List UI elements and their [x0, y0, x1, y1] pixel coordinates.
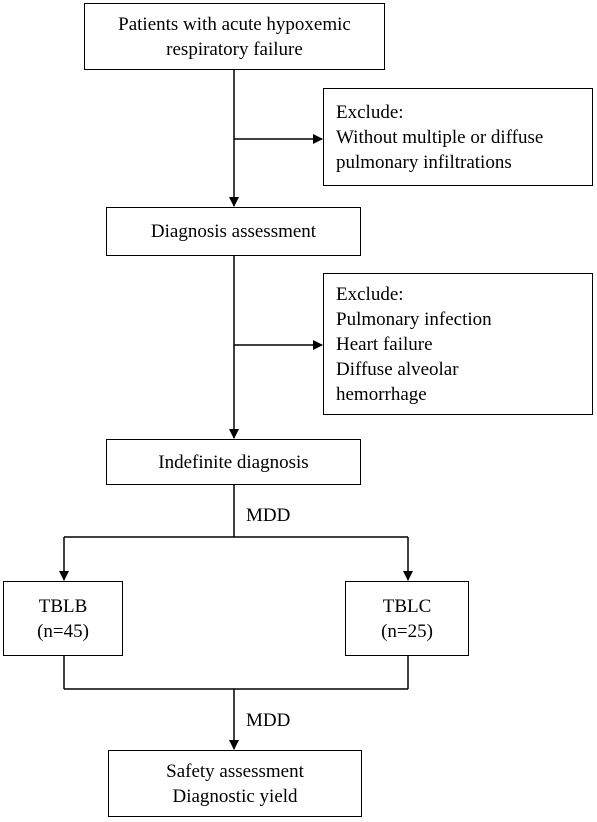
exclude-1-item: pulmonary infiltrations: [336, 151, 512, 173]
tblc-node: TBLC (n=25): [345, 581, 469, 656]
exclude-1-item: Without multiple or diffuse: [336, 126, 544, 148]
tblb-node: TBLB (n=45): [3, 581, 123, 656]
start-line-2: respiratory failure: [166, 38, 303, 60]
exclude-2-heading: Exclude:: [336, 283, 404, 305]
exclude-2-item: Pulmonary infection: [336, 308, 492, 330]
assessment-node: Diagnosis assessment: [106, 207, 361, 256]
tblb-label: TBLB: [38, 595, 88, 617]
tblb-count: (n=45): [37, 620, 89, 642]
indefinite-label: Indefinite diagnosis: [158, 451, 309, 473]
exclude-box-1: Exclude: Without multiple or diffuse pul…: [323, 88, 593, 186]
exclude-box-2: Exclude: Pulmonary infection Heart failu…: [323, 273, 593, 415]
outcome-node: Safety assessment Diagnostic yield: [108, 750, 362, 817]
exclude-2-item: hemorrhage: [336, 383, 427, 405]
exclude-2-item: Diffuse alveolar: [336, 358, 459, 380]
assessment-label: Diagnosis assessment: [150, 221, 317, 242]
outcome-line-2: Diagnostic yield: [172, 785, 298, 807]
exclude-1-heading: Exclude:: [336, 101, 404, 123]
exclude-2-item: Heart failure: [336, 333, 433, 355]
indefinite-node: Indefinite diagnosis: [106, 439, 361, 485]
tblc-label: TBLC: [382, 595, 432, 617]
start-node: Patients with acute hypoxemic respirator…: [84, 3, 385, 70]
mdd-label-2: MDD: [246, 710, 291, 731]
outcome-line-1: Safety assessment: [166, 760, 304, 782]
tblc-count: (n=25): [381, 620, 433, 642]
mdd-label-1: MDD: [246, 505, 291, 526]
start-line-1: Patients with acute hypoxemic: [118, 13, 351, 35]
